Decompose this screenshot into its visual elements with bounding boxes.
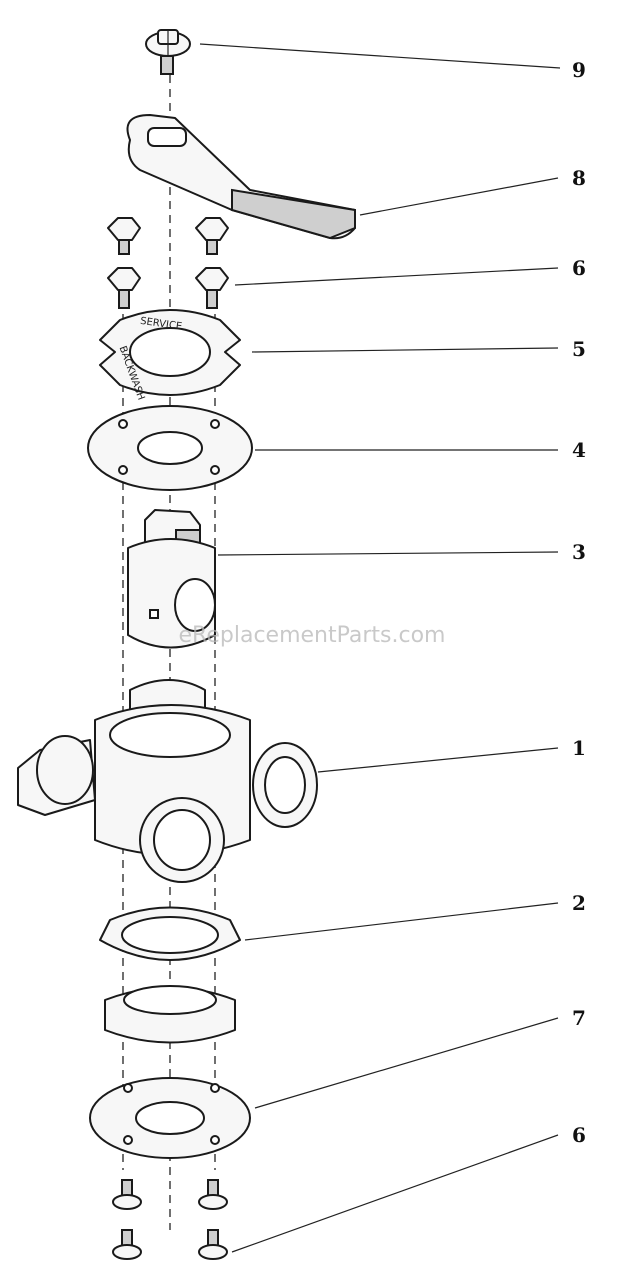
part-4-mounting-plate: [87, 405, 253, 491]
leader-lines: [199, 43, 561, 1253]
callout-numbers: 9 8 6 5 4 3 1 2 7 6: [572, 58, 586, 1147]
part-3-rotor: [127, 509, 216, 649]
part-7-bottom-plate: [89, 1077, 251, 1159]
bolt: [107, 217, 141, 255]
leader-line-3: [217, 551, 559, 556]
leader-line-2: [244, 902, 559, 941]
part-9-screw: [145, 29, 191, 75]
leader-line-6-top: [234, 267, 559, 286]
bolt: [107, 267, 141, 309]
screw: [112, 1229, 142, 1260]
part-6-bottom-screws: [112, 1179, 228, 1260]
leader-line-1: [317, 747, 559, 773]
right-port: [252, 742, 318, 828]
part-6-top-bolts: [107, 217, 229, 309]
callout-2: 2: [572, 891, 586, 915]
bolt: [195, 217, 229, 255]
assembly-axes: [122, 75, 216, 1230]
callout-1: 1: [572, 736, 586, 760]
callout-8: 8: [572, 166, 586, 190]
callout-5: 5: [572, 337, 586, 361]
screw: [198, 1229, 228, 1260]
bolt: [195, 267, 229, 309]
screw: [198, 1179, 228, 1210]
front-port: [139, 797, 225, 883]
screw: [112, 1179, 142, 1210]
callout-3: 3: [572, 540, 586, 564]
watermark-text: eReplacementParts.com: [179, 623, 446, 648]
leader-line-6-bottom: [231, 1134, 559, 1253]
leader-line-9: [199, 43, 561, 69]
part-5-position-disc: SERVICE BACKWASH: [99, 309, 241, 402]
leader-line-8: [359, 177, 559, 216]
leader-line-5: [251, 347, 559, 353]
callout-6-bottom: 6: [572, 1123, 586, 1147]
callout-9: 9: [572, 58, 586, 82]
leader-line-7: [254, 1017, 559, 1109]
part-1-valve-body: [17, 679, 318, 883]
callout-7: 7: [572, 1006, 586, 1030]
part-2-sleeve: [104, 985, 236, 1044]
callout-6-top: 6: [572, 256, 586, 280]
callout-4: 4: [572, 438, 586, 462]
part-8-handle: [126, 114, 356, 240]
part-2-seal-ring: [99, 906, 241, 961]
